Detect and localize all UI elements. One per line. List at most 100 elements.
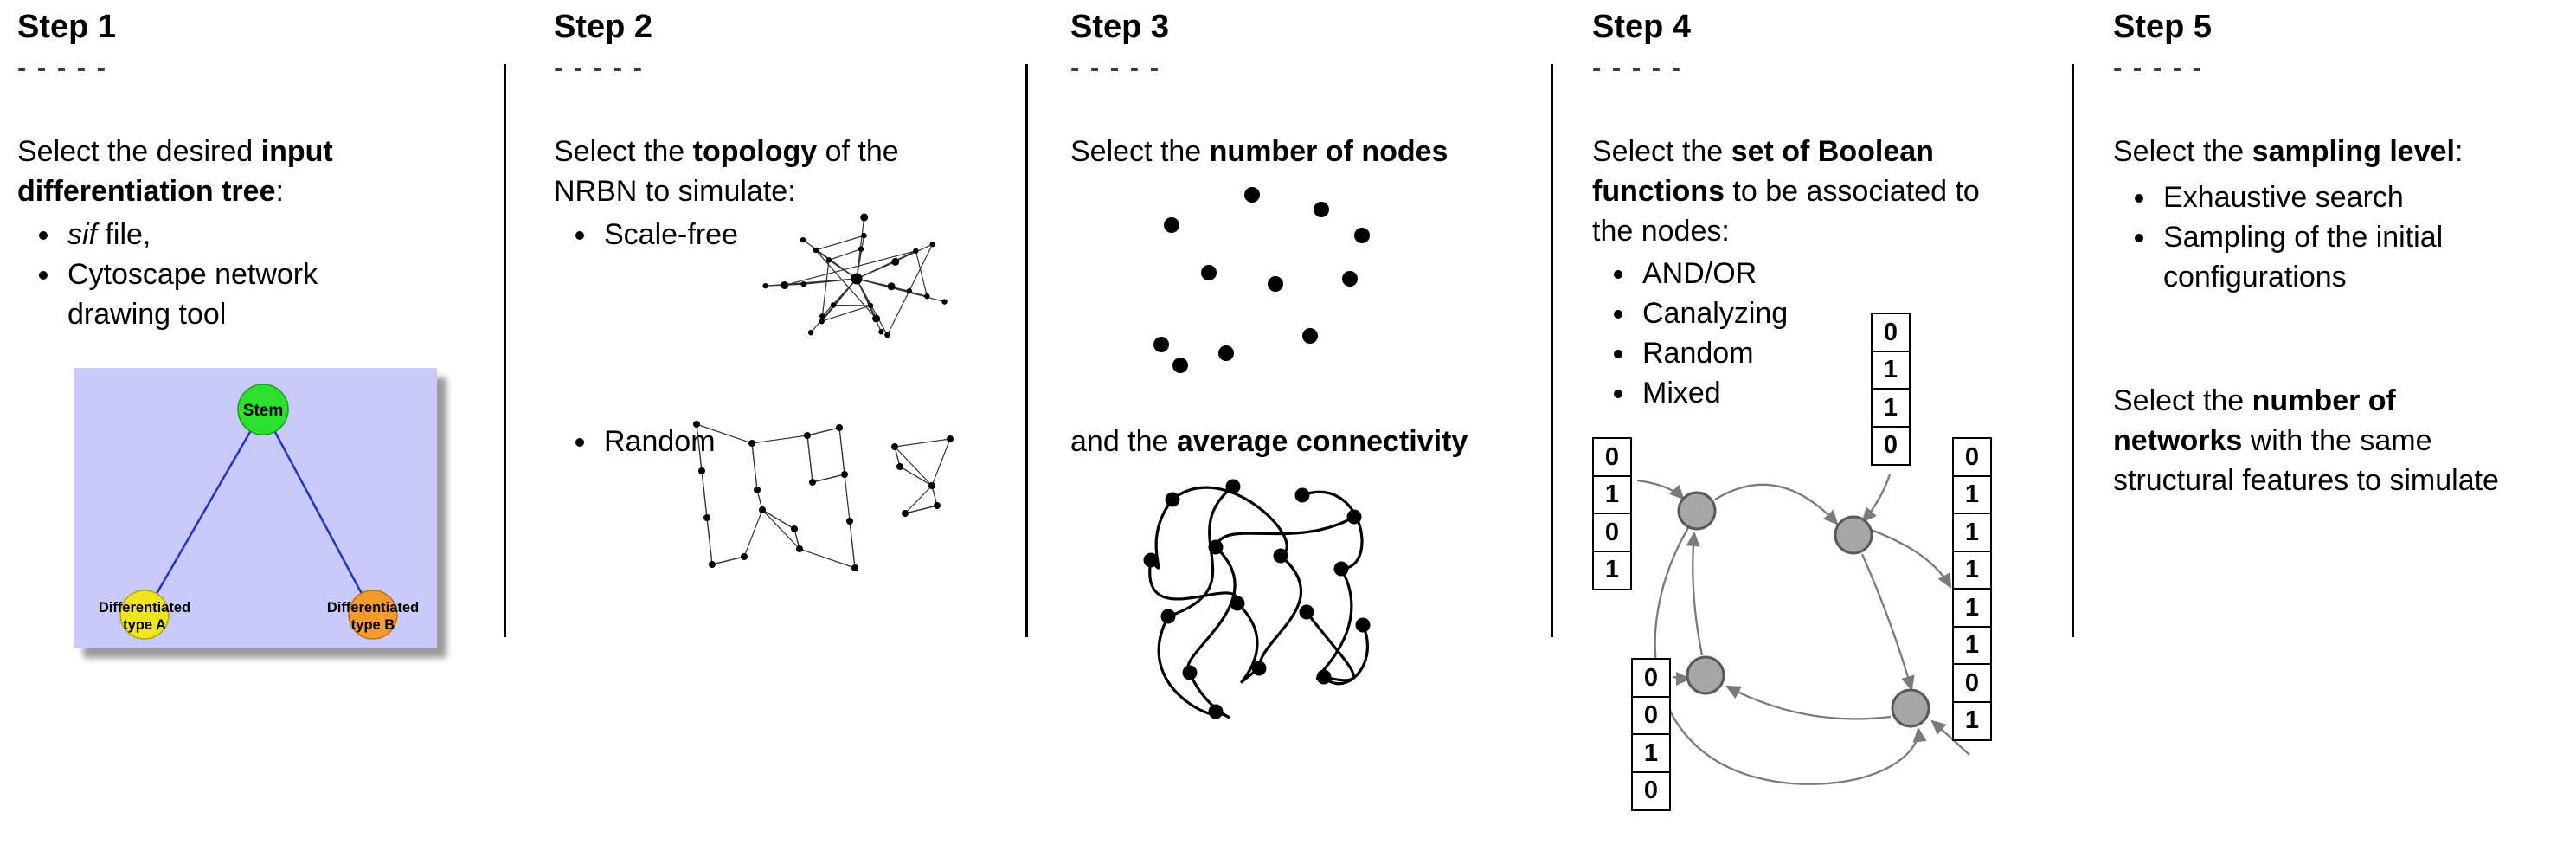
table-cell: 0 [1952,663,1992,703]
bullet-sampling: Sampling of the initial configurations [2158,217,2504,297]
truth-table-left: 0 1 0 1 [1592,437,1632,590]
column-divider [1551,64,1553,637]
step-5-title: Step 5 [2113,9,2213,45]
stem-node [237,384,289,435]
random-text: Random [604,425,716,458]
step-3-title: Step 3 [1070,9,1170,45]
bullet-sif-file: sif file, [62,215,374,255]
table-cell: 1 [1952,513,1992,552]
and-or-text: AND/OR [1642,257,1757,290]
step-5-panel: Step 5 - - - - - Select the sampling lev… [2113,0,2572,851]
column-divider [1025,64,1028,637]
graph-nodes [1677,491,1930,728]
intro-text: to be associated to the nodes: [1592,175,1980,248]
table-cell: 0 [1871,425,1911,466]
table-cell: 0 [1631,658,1671,698]
intro-text: Select the desired [17,135,261,168]
bullet-random-fn: Random [1637,333,1897,373]
stem-label: Stem [243,402,283,420]
intro-text: Select the [1592,135,1731,168]
table-cell: 1 [1952,625,1992,666]
type-a-node [119,590,170,640]
intro-text: : [275,175,284,208]
exhaustive-text: Exhaustive search [2163,181,2404,214]
intro-text: : [2454,135,2464,168]
connectivity-network-image [1143,479,1371,719]
intro-text: of the NRBN to simulate: [554,135,899,208]
cytoscape-text: Cytoscape network drawing tool [67,258,318,331]
table-cell: 0 [1592,437,1632,477]
step-5-dashes: - - - - - [2113,52,2204,82]
differentiation-tree-svg: Stem Differentiated type A Differentiate… [74,368,437,648]
column-divider [2072,64,2074,637]
table-cell: 0 [1631,695,1671,736]
table-cell: 1 [1592,474,1632,515]
graph-node [1677,491,1717,531]
graph-node [1686,655,1725,695]
table-cell: 1 [1871,388,1911,428]
type-b-label-line2: type B [351,617,395,633]
mid-text: and the [1070,425,1177,458]
table-cell: 0 [1631,770,1671,811]
column-divider [504,64,506,637]
step-5-bullet-list: Exhaustive search Sampling of the initia… [2158,177,2504,297]
truth-table-top: 0 1 1 0 [1871,313,1911,466]
truth-table-bottom: 0 0 1 0 [1631,658,1671,811]
step-3-intro: Select the number of nodes [1070,132,1520,171]
intro-bold: set of Boolean functions [1592,135,1934,208]
table-cell: 1 [1631,733,1671,773]
step-3-connectivity-text: and the average connectivity [1070,422,1538,461]
step-4-intro: Select the set of Boolean functions to b… [1592,132,1999,251]
intro-text: Select the [2113,135,2252,168]
step-4-title: Step 4 [1592,9,1692,45]
table-cell: 1 [1952,474,1992,515]
intro-bold: input differentiation tree [17,135,333,208]
differentiation-tree-image: Stem Differentiated type A Differentiate… [74,368,437,648]
intro-bold: topology [692,135,818,168]
step-1-dashes: - - - - - [17,52,108,82]
bullet-scale-free: Scale-free [599,215,789,255]
table-cell: 0 [1592,513,1632,552]
table-cell: 1 [1871,350,1911,390]
random-network-image [693,421,954,571]
step-4-panel: Step 4 - - - - - Select the set of Boole… [1592,0,2064,851]
para-text: Select the [2113,384,2252,417]
para-text: with the same structural features to sim… [2113,424,2499,497]
bullet-cytoscape: Cytoscape network drawing tool [62,255,374,334]
bullet-canalyzing: Canalyzing [1637,293,1897,333]
table-cell: 1 [1592,550,1632,590]
step-2-intro: Select the topology of the NRBN to simul… [554,132,960,211]
tree-edge-stem-to-b [261,409,375,616]
canalyzing-text: Canalyzing [1642,297,1789,330]
table-cell: 1 [1952,550,1992,590]
step-1-bullet-list: sif file, Cytoscape network drawing tool [62,215,374,334]
scale-free-network-image [762,213,948,338]
table-cell: 1 [1952,700,1992,741]
graph-node [1891,688,1930,728]
bullet-mixed: Mixed [1637,373,1897,413]
sif-italic: sif [67,218,97,251]
intro-text: Select the [554,135,693,168]
step-1-title: Step 1 [17,9,117,45]
step-1-intro: Select the desired input differentiation… [17,132,407,211]
bullet-and-or: AND/OR [1637,254,1897,293]
step-4-bullet-list: AND/OR Canalyzing Random Mixed [1637,254,1897,413]
type-b-node [348,590,398,640]
table-cell: 0 [1871,313,1911,352]
intro-bold: sampling level [2252,135,2455,168]
graph-node [1834,515,1873,555]
step-2-title: Step 2 [554,9,653,45]
step-1-panel: Step 1 - - - - - Select the desired inpu… [17,0,502,851]
tree-edge-stem-to-a [143,409,265,616]
intro-text: Select the [1070,135,1210,168]
mid-bold: average connectivity [1176,425,1468,458]
step-5-intro: Select the sampling level: [2113,132,2563,171]
mixed-text: Mixed [1642,377,1721,409]
type-a-label-line2: type A [123,617,166,633]
step-2-panel: Step 2 - - - - - Select the topology of … [554,0,1021,851]
para-bold: number of networks [2113,384,2396,457]
scale-free-bullet: Scale-free [599,215,789,255]
type-a-label-line1: Differentiated [99,600,190,616]
bullet-random: Random [599,422,789,461]
step-2-dashes: - - - - - [554,52,645,82]
